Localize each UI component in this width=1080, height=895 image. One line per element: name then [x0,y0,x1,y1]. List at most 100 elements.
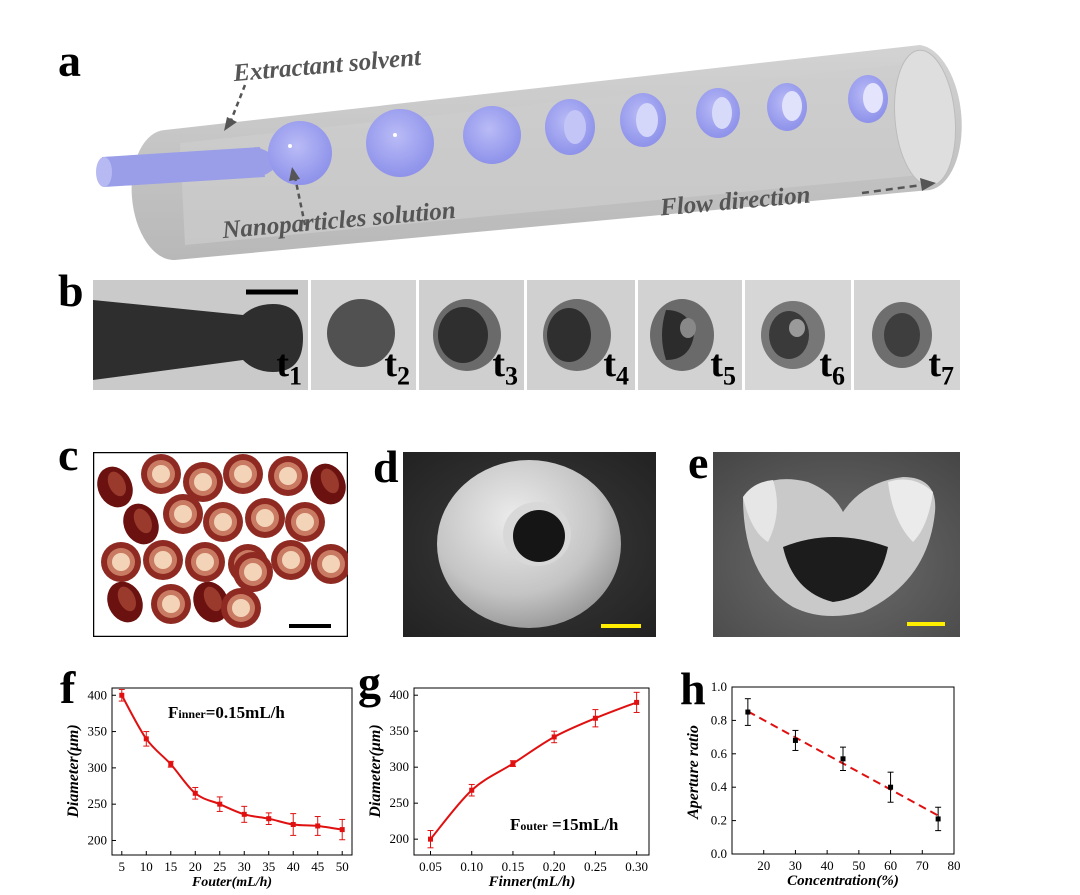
y-tick-label: 1.0 [711,680,727,694]
panel-label-c: c [58,429,79,480]
fit-curve [120,694,343,831]
data-point [168,761,174,767]
chart-g-xlabel: Finner(mL/h) [488,874,576,890]
data-point [315,823,321,829]
x-tick-label: 35 [262,859,275,874]
x-tick-label: 15 [164,859,177,874]
frame-t3: t3 [419,280,524,390]
time-label-t2: t2 [384,343,410,390]
data-point [469,787,475,793]
x-tick-label: 0.05 [419,859,442,874]
x-tick-label: 40 [287,859,300,874]
time-label-t4: t4 [603,343,629,390]
panel-label-b: b [58,265,84,316]
x-tick-label: 0.15 [502,859,525,874]
nanoparticles-arrow [293,176,307,226]
x-tick-label: 45 [311,859,324,874]
data-point [745,709,751,715]
particle [97,466,133,508]
particle [271,540,311,580]
data-point [290,822,296,828]
y-tick-label: 350 [88,724,108,739]
droplet-6 [696,88,740,138]
droplet-1 [268,121,332,185]
data-point [551,734,557,740]
y-tick-label: 0.4 [711,779,728,794]
particle [123,503,159,545]
particle [101,542,141,582]
chart-g-annotation: Fouter =15mL/h [510,815,619,834]
panel-label-f: f [60,662,76,713]
frame-t2: t2 [311,280,416,390]
particle [203,502,243,542]
data-point [427,836,433,842]
data-point [935,816,941,822]
frame-t1: t1 [93,280,308,390]
time-label-t1: t1 [276,343,302,390]
data-point [840,756,846,762]
data-point [217,801,223,807]
x-tick-label: 20 [189,859,202,874]
x-tick-label: 40 [821,858,834,873]
x-tick-label: 0.20 [543,859,566,874]
time-label-t5: t5 [710,343,736,390]
droplet-7 [767,83,807,131]
droplet-5 [620,93,666,147]
extractant-arrow [228,84,247,124]
particle [268,456,308,496]
y-tick-label: 200 [390,831,410,846]
droplet-3 [463,106,521,164]
droplet-4 [545,99,595,155]
chart-g-ylabel: Diameter(μm) [367,724,384,818]
chart-h-xlabel: Concentration(%) [787,873,899,889]
particle [311,544,348,584]
panel-label-a: a [58,35,81,86]
data-point [792,737,798,743]
frame-t7: t7 [854,280,960,390]
panel-label-e: e [688,437,709,488]
y-tick-label: 0.0 [711,846,727,861]
flow-direction-arrow [861,183,923,195]
particle [163,494,203,534]
y-tick-label: 300 [390,759,410,774]
chart-g-frame [413,687,650,856]
particle [310,463,346,505]
sem-image-cross-section [713,452,960,637]
y-tick-label: 250 [88,796,108,811]
x-tick-label: 30 [789,858,802,873]
data-point [143,736,149,742]
x-tick-label: 5 [119,859,126,874]
y-tick-label: 350 [390,723,410,738]
x-tick-label: 50 [336,859,349,874]
frame-t6: t6 [745,280,851,390]
particle [285,502,325,542]
droplet-8 [848,75,888,123]
y-tick-label: 0.6 [711,746,728,761]
particle [183,462,223,502]
data-point [510,761,516,767]
y-tick-label: 400 [88,687,108,702]
x-tick-label: 50 [852,858,865,873]
y-tick-label: 0.2 [711,813,727,828]
chart-f-ylabel: Diameter(μm) [65,724,82,818]
chart-h-frame [731,686,955,855]
x-tick-label: 70 [916,858,929,873]
x-tick-label: 25 [213,859,226,874]
time-label-t3: t3 [492,343,518,390]
data-point [592,715,598,721]
data-point [119,692,125,698]
y-tick-label: 300 [88,760,108,775]
flow-tube-schematic [96,45,962,260]
x-tick-label: 10 [140,859,153,874]
time-label-t7: t7 [928,343,954,390]
frame-t4: t4 [527,280,635,390]
y-tick-label: 400 [390,687,410,702]
particle [143,540,183,580]
inner-capillary [102,147,265,187]
data-point [634,699,640,705]
chart-f-annotation: Finner=0.15mL/h [168,703,285,722]
chart-h-ylabel: Aperture ratio [685,725,702,820]
particle [233,552,273,592]
